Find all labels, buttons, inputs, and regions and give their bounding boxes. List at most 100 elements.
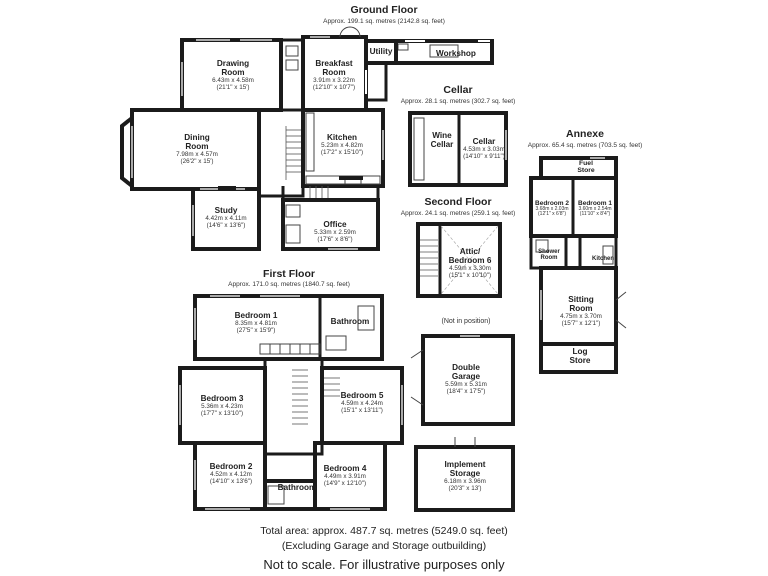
- room-name: Office: [323, 220, 347, 229]
- room-name: Bedroom 4: [323, 464, 367, 473]
- room-dims: 3.91m x 3.22m (12'10" x 10'7"): [312, 76, 356, 91]
- room-label-bedroom5: Bedroom 5 4.59m x 4.24m (15'1" x 13'11"): [340, 391, 384, 414]
- room-label-bedroom3: Bedroom 3 5.36m x 4.23m (17'7" x 13'10"): [200, 394, 244, 417]
- annexe-plan: [529, 156, 627, 374]
- room-name: Kitchen: [326, 133, 358, 142]
- room-name: Bathroom: [330, 317, 370, 326]
- room-label-bedroom1: Bedroom 1 8.35m x 4.81m (27'5" x 15'9"): [234, 311, 278, 334]
- room-label-office: Office 5.33m x 2.59m (17'6" x 8'6"): [314, 220, 356, 243]
- cellar-plan: [408, 111, 508, 187]
- room-name: Workshop: [436, 49, 476, 58]
- disclaimer: Not to scale. For illustrative purposes …: [263, 557, 505, 572]
- ground-floor-area: Approx. 199.1 sq. metres (2142.8 sq. fee…: [323, 18, 445, 25]
- room-label-annexe-bedroom2: Bedroom 2 3.68m x 2.03m (12'1" x 6'8"): [535, 200, 569, 218]
- implement-storage-walls: [414, 445, 515, 512]
- room-label-study: Study 4.42m x 4.11m (14'6" x 13'6"): [205, 206, 247, 229]
- room-dims: 4.75m x 3.70m (15'7" x 12'1"): [560, 312, 602, 327]
- room-name: Sitting Room: [568, 295, 594, 313]
- attic-walls: [416, 222, 502, 298]
- room-dims: 4.52m x 4.12m (14'10" x 13'6"): [209, 470, 253, 485]
- cellar-title: Cellar: [443, 84, 473, 96]
- exclusion-note: (Excluding Garage and Storage outbuildin…: [281, 540, 487, 552]
- room-label-sitting: Sitting Room 4.75m x 3.70m (15'7" x 12'1…: [560, 295, 602, 327]
- room-name: Shower Room: [538, 249, 560, 262]
- room-dims: 6.43m x 4.58m (21'1" x 15'): [212, 76, 254, 91]
- room-label-bedroom2: Bedroom 2 4.52m x 4.12m (14'10" x 13'6"): [209, 462, 253, 485]
- room-name: Attic/ Bedroom 6: [448, 247, 492, 265]
- room-label-wine-cellar: Wine Cellar: [430, 131, 454, 150]
- room-name: Bedroom 3: [200, 394, 244, 403]
- room-name: Bedroom 2: [209, 462, 253, 471]
- room-name: Bedroom 2: [535, 200, 569, 207]
- room-label-bedroom4: Bedroom 4 4.49m x 3.91m (14'9" x 12'10"): [323, 464, 367, 487]
- room-label-dining: Dining Room 7.98m x 4.57m (26'2" x 15'): [176, 133, 218, 165]
- room-dims: 4.59m x 3.30m (15'1" x 10'10"): [448, 264, 492, 279]
- room-dims: 4.42m x 4.11m (14'6" x 13'6"): [205, 214, 247, 229]
- room-dims: 4.49m x 3.91m (14'9" x 12'10"): [323, 472, 367, 487]
- room-label-annexe-bedroom1: Bedroom 1 3.60m x 2.54m (11'10" x 8'4"): [578, 200, 612, 218]
- room-label-bathroom2: Bathroom: [277, 483, 317, 493]
- room-name: Bathroom: [277, 483, 317, 492]
- room-name: Log Store: [569, 347, 591, 365]
- room-name: Kitchen: [591, 256, 615, 262]
- room-label-utility: Utility: [369, 47, 393, 57]
- room-label-garage: Double Garage 5.59m x 5.31m (18'4" x 17'…: [445, 363, 487, 395]
- room-dims: 5.23m x 4.82m (17'2" x 15'10"): [320, 141, 364, 156]
- room-dims: 3.60m x 2.54m (11'10" x 8'4"): [578, 206, 612, 218]
- first-floor-area: Approx. 171.0 sq. metres (1840.7 sq. fee…: [228, 281, 350, 288]
- room-name: Fuel Store: [577, 160, 595, 175]
- room-label-breakfast: Breakfast Room 3.91m x 3.22m (12'10" x 1…: [312, 59, 356, 91]
- room-name: Cellar: [472, 137, 496, 146]
- room-label-fuel-store: Fuel Store: [577, 160, 594, 175]
- room-dims: 5.36m x 4.23m (17'7" x 13'10"): [200, 402, 244, 417]
- first-floor-title: First Floor: [263, 268, 315, 280]
- room-dims: 6.18m x 3.96m (20'3" x 13'): [444, 477, 486, 492]
- room-name: Breakfast Room: [315, 59, 353, 77]
- room-label-bathroom1: Bathroom: [330, 317, 370, 327]
- annexe-area: Approx. 65.4 sq. metres (703.5 sq. feet): [527, 142, 643, 149]
- room-dims: 5.33m x 2.59m (17'6" x 8'6"): [314, 228, 356, 243]
- annexe-kitchen-walls: [578, 234, 618, 270]
- room-label-workshop: Workshop: [436, 49, 476, 59]
- room-dims: 5.59m x 5.31m (18'4" x 17'5"): [445, 380, 487, 395]
- room-dims: 4.53m x 3.03m (14'10" x 9'11"): [463, 145, 505, 160]
- room-label-shower-room: Shower Room: [538, 249, 560, 262]
- room-label-cellar: Cellar 4.53m x 3.03m (14'10" x 9'11"): [463, 137, 505, 160]
- workshop-walls: [394, 39, 494, 65]
- room-dims: 7.98m x 4.57m (26'2" x 15'): [176, 150, 218, 165]
- room-label-kitchen: Kitchen 5.23m x 4.82m (17'2" x 15'10"): [320, 133, 364, 156]
- room-label-storage: Implement Storage 6.18m x 3.96m (20'3" x…: [444, 460, 486, 492]
- implement-storage-plan: [414, 437, 515, 512]
- room-name: Bedroom 5: [340, 391, 384, 400]
- garage-plan: [410, 334, 515, 426]
- room-dims: 4.59m x 4.24m (15'1" x 13'11"): [341, 399, 383, 414]
- room-label-annexe-kitchen: Kitchen: [592, 256, 614, 262]
- room-name: Drawing Room: [216, 59, 250, 77]
- second-floor-title: Second Floor: [424, 196, 492, 208]
- room-name: Wine Cellar: [430, 131, 454, 149]
- room-label-attic: Attic/ Bedroom 6 4.59m x 3.30m (15'1" x …: [448, 247, 492, 279]
- room-name: Bedroom 1: [578, 200, 612, 207]
- room-name: Implement Storage: [444, 460, 486, 478]
- cellar-area: Approx. 28.1 sq. metres (302.7 sq. feet): [400, 98, 516, 105]
- log-store-walls: [539, 342, 618, 374]
- room-name: Dining Room: [184, 133, 210, 151]
- total-area: Total area: approx. 487.7 sq. metres (52…: [260, 525, 508, 537]
- first-floor-bedroom1-walls: [193, 294, 384, 361]
- room-name: Utility: [369, 47, 393, 56]
- ground-floor-plan: [120, 26, 494, 251]
- annexe-title: Annexe: [566, 128, 604, 140]
- room-dims: 8.35m x 4.81m (27'5" x 15'9"): [235, 319, 277, 334]
- room-name: Double Garage: [451, 363, 481, 381]
- first-floor-plan: [178, 294, 404, 511]
- room-name: Study: [214, 206, 238, 215]
- second-floor-plan: [416, 222, 502, 298]
- garage-note: (Not in position): [441, 318, 491, 325]
- room-name: Bedroom 1: [234, 311, 278, 320]
- ground-floor-title: Ground Floor: [350, 4, 418, 16]
- room-label-log-store: Log Store: [569, 347, 591, 366]
- room-dims: 3.68m x 2.03m (12'1" x 6'8"): [535, 206, 569, 218]
- room-label-drawing: Drawing Room 6.43m x 4.58m (21'1" x 15'): [212, 59, 254, 91]
- second-floor-area: Approx. 24.1 sq. metres (259.1 sq. feet): [400, 210, 516, 217]
